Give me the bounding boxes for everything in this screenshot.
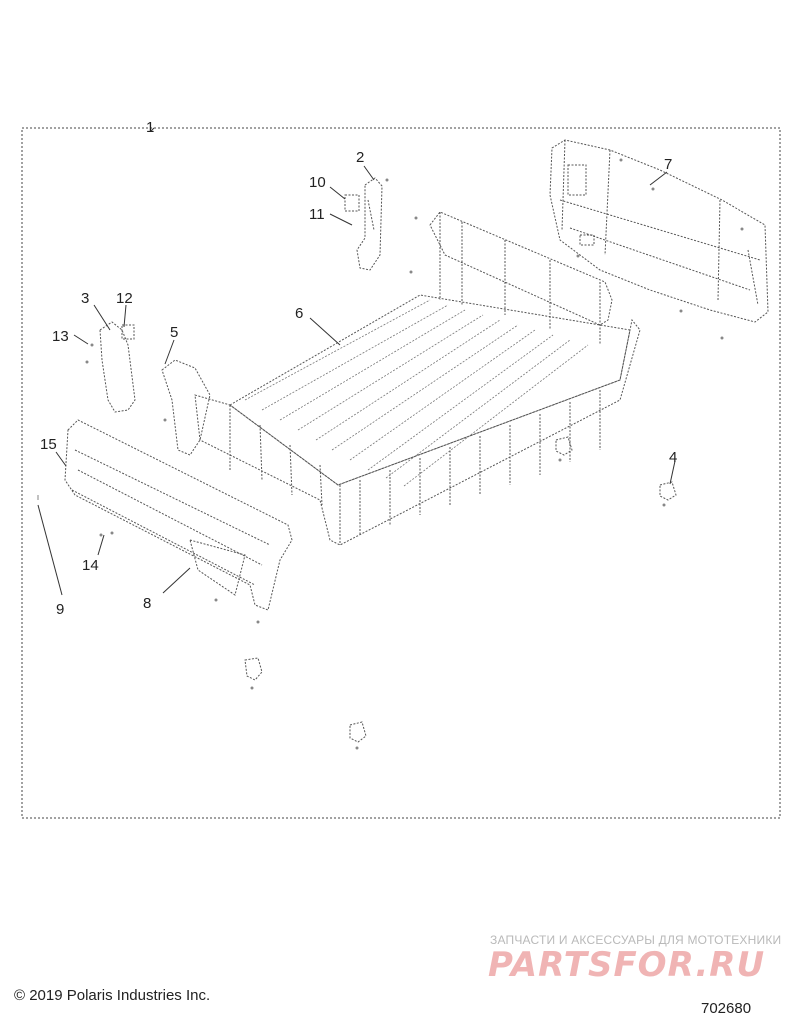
drawing-number: 702680 [701,1000,752,1017]
callout-12: 12 [116,290,133,307]
callout-labels: 1 2 3 4 5 6 7 8 9 10 11 12 13 14 15 [40,119,677,618]
watermark-logo: PARTSFOR.RU [488,945,766,985]
cargo-box-tub-part [161,211,641,546]
callout-7: 7 [664,156,672,173]
callout-15: 15 [40,436,57,453]
assembly-boundary [21,127,781,819]
copyright-notice: © 2019 Polaris Industries Inc. [14,987,211,1004]
callout-11: 11 [309,206,325,223]
callout-4: 4 [669,449,677,466]
callout-3: 3 [81,290,89,307]
callout-6: 6 [295,305,303,322]
callout-5: 5 [170,324,178,341]
rear-side-bracket-part [99,321,136,413]
callout-14: 14 [82,557,99,574]
callout-2: 2 [356,149,364,166]
watermark-tagline: ЗАПЧАСТИ И АКСЕССУАРЫ ДЛЯ МОТОТЕХНИКИ [490,933,782,947]
callout-10: 10 [309,174,326,191]
upper-side-bracket-part [344,177,383,271]
hardware-clips [244,436,677,743]
front-bulkhead-part [549,139,769,323]
callout-1: 1 [146,119,154,136]
tailgate-part [37,419,293,611]
small-fasteners [85,158,744,750]
callout-8: 8 [143,595,151,612]
callout-13: 13 [52,328,69,345]
leader-lines [37,127,676,596]
callout-9: 9 [56,601,64,618]
